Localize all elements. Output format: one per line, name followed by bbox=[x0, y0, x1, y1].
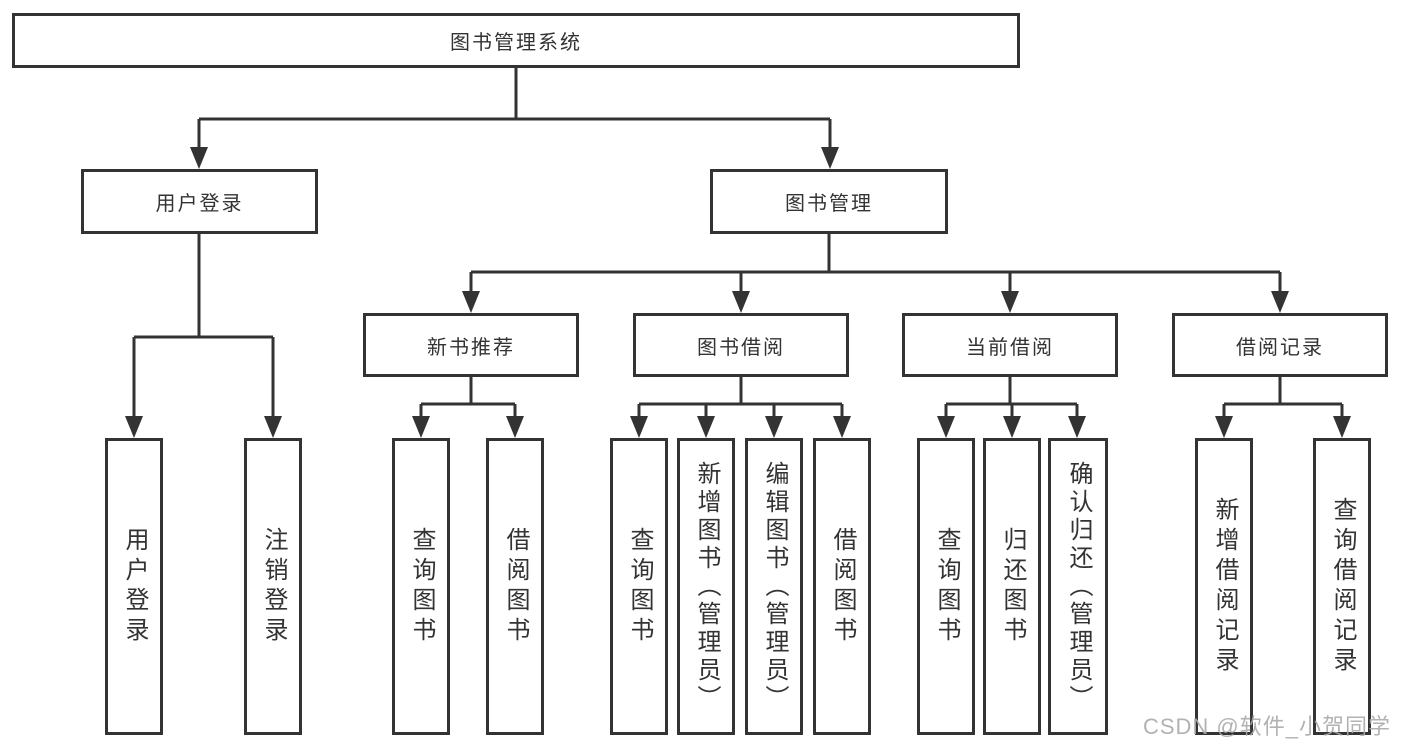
arrowheads bbox=[125, 147, 1351, 438]
leaf-cb-return-book: 归还图书 bbox=[983, 438, 1041, 735]
leaf-br-add-record: 新增借阅记录 bbox=[1195, 438, 1253, 735]
node-current-borrow: 当前借阅 bbox=[902, 313, 1118, 377]
leaf-br-query-record: 查询借阅记录 bbox=[1313, 438, 1371, 735]
leaf-rec-borrow-book: 借阅图书 bbox=[486, 438, 544, 735]
leaf-bb-add-book-admin: 新增图书（管理员） bbox=[677, 438, 735, 735]
node-book-management: 图书管理 bbox=[710, 169, 948, 234]
leaf-rec-query-book: 查询图书 bbox=[392, 438, 450, 735]
leaf-cb-query-book: 查询图书 bbox=[917, 438, 975, 735]
leaf-bb-query-book: 查询图书 bbox=[610, 438, 668, 735]
node-borrow-record: 借阅记录 bbox=[1172, 313, 1388, 377]
leaf-bb-edit-book-admin: 编辑图书（管理员） bbox=[745, 438, 803, 735]
leaf-cb-confirm-return-admin: 确认归还（管理员） bbox=[1048, 438, 1108, 735]
node-root: 图书管理系统 bbox=[12, 13, 1020, 68]
node-user-login: 用户登录 bbox=[81, 169, 318, 234]
leaf-bb-borrow-book: 借阅图书 bbox=[813, 438, 871, 735]
node-new-book-recommend: 新书推荐 bbox=[363, 313, 579, 377]
node-book-borrow: 图书借阅 bbox=[633, 313, 849, 377]
leaf-user-login: 用户登录 bbox=[105, 438, 163, 735]
connector-stems bbox=[132, 68, 1344, 418]
leaf-logout: 注销登录 bbox=[244, 438, 302, 735]
